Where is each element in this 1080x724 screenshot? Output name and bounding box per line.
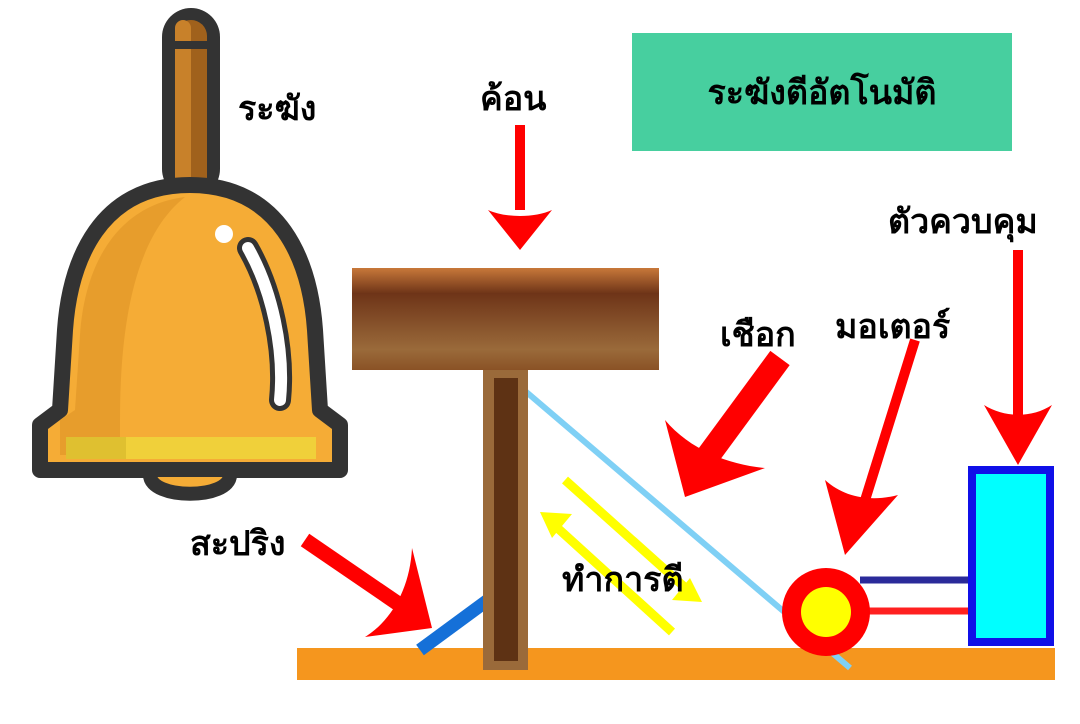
hammer	[352, 268, 659, 670]
arrow-rope	[665, 350, 790, 497]
arrow-spring	[300, 533, 432, 637]
red-arrows	[300, 125, 1052, 637]
diagram-title: ระฆังตีอัตโนมัติ	[707, 73, 937, 113]
bell	[32, 8, 348, 501]
bell-clapper	[143, 463, 237, 501]
title-box: ระฆังตีอัตโนมัติ	[632, 33, 1012, 151]
label-strike: ทำการตี	[562, 560, 684, 600]
label-controller: ตัวควบคุม	[888, 202, 1038, 242]
hammer-head	[352, 268, 659, 370]
base-plank	[297, 648, 1055, 680]
label-bell: ระฆัง	[238, 89, 317, 129]
arrow-hammer	[488, 125, 552, 250]
label-rope: เชือก	[720, 315, 796, 355]
label-hammer: ค้อน	[480, 79, 547, 119]
bell-highlight	[242, 242, 288, 406]
bell-band	[66, 437, 316, 459]
label-motor: มอเตอร์	[835, 307, 951, 347]
arrow-controller	[984, 250, 1052, 465]
strike-arrows	[540, 476, 702, 636]
spring	[416, 594, 492, 656]
label-spring: สะปริง	[190, 524, 286, 564]
arrow-motor	[825, 338, 920, 555]
controller	[968, 466, 1054, 646]
motor-center	[801, 587, 851, 637]
